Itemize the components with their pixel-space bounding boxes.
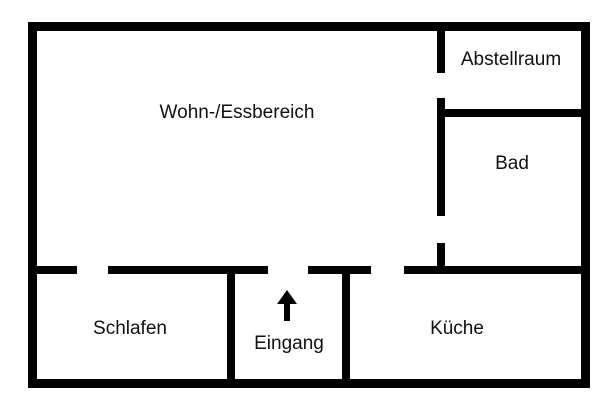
room-label-bedroom: Schlafen [93,318,167,339]
room-label-living-dining: Wohn-/Essbereich [160,102,315,123]
inner-wall-middle-segment-4 [404,266,581,274]
arrow-up-icon [277,290,297,321]
inner-wall-storage-bath [437,109,581,117]
inner-wall-middle-segment-1 [37,266,77,274]
outer-wall-right [581,22,590,388]
inner-wall-right-segment-2 [437,98,445,216]
outer-wall-top [28,22,590,31]
room-label-storage: Abstellraum [461,49,561,70]
room-label-bathroom: Bad [495,153,529,174]
inner-wall-right-segment-1 [437,31,445,73]
inner-wall-entrance-kitchen [342,266,350,388]
outer-wall-bottom [28,379,590,388]
outer-wall-left [28,22,37,388]
inner-wall-middle-segment-2 [108,266,268,274]
room-label-entrance: Eingang [254,333,324,354]
inner-wall-middle-segment-3 [308,266,371,274]
inner-wall-right-segment-3 [437,243,445,271]
inner-wall-bedroom-entrance [227,266,235,388]
room-label-kitchen: Küche [430,318,484,339]
